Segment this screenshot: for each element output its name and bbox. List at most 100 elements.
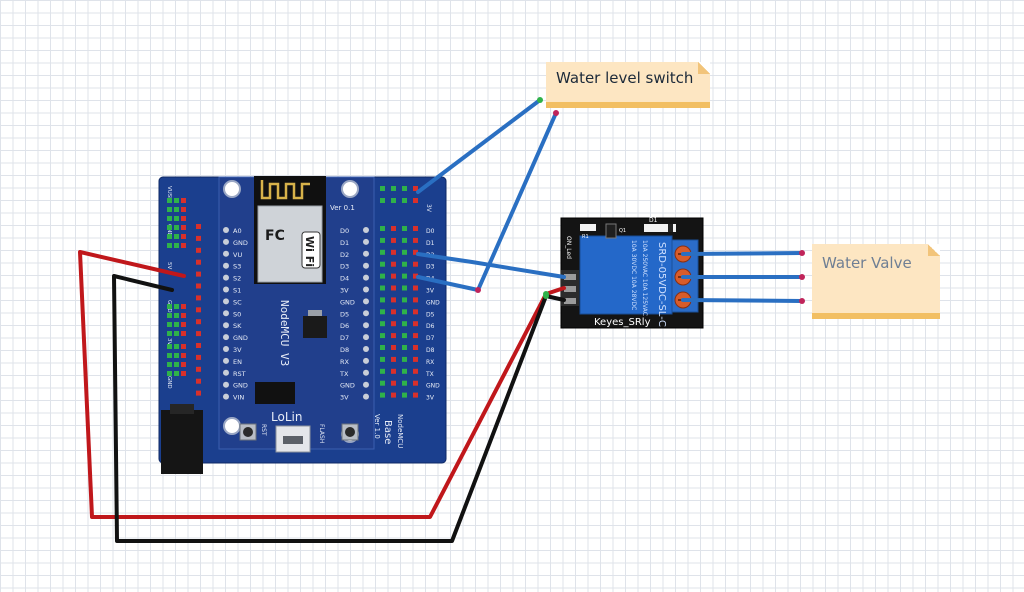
header-pin[interactable] [196,319,201,325]
header-pin[interactable] [380,186,385,191]
header-pin[interactable] [413,333,418,339]
header-pin[interactable] [167,304,172,309]
header-pin[interactable] [181,198,186,203]
header-pin[interactable] [181,234,186,239]
header-pin[interactable] [196,343,201,348]
header-pin[interactable] [380,285,385,291]
header-pin[interactable] [196,307,201,313]
header-pin[interactable] [181,207,186,212]
header-pin[interactable] [413,368,418,374]
header-pin[interactable] [391,368,396,374]
header-pin[interactable] [402,226,407,231]
header-pin[interactable] [402,380,407,386]
header-pin[interactable] [167,207,172,212]
header-pin[interactable] [174,198,179,203]
header-pin[interactable] [196,295,201,301]
header-pin[interactable] [174,344,179,349]
header-pin[interactable] [380,368,385,374]
header-pin[interactable] [391,380,396,386]
header-pin[interactable] [174,331,179,336]
relay-pin[interactable] [564,286,576,292]
header-pin[interactable] [174,216,179,221]
header-pin[interactable] [402,249,407,255]
header-pin[interactable] [174,234,179,239]
header-pin[interactable] [196,378,201,384]
header-pin[interactable] [413,249,418,255]
header-pin[interactable] [402,345,407,350]
header-pin[interactable] [413,273,418,279]
header-pin[interactable] [413,285,418,291]
header-pin[interactable] [196,271,201,277]
header-pin[interactable] [167,344,172,349]
header-pin[interactable] [402,309,407,315]
header-pin[interactable] [391,237,396,243]
header-pin[interactable] [413,321,418,327]
header-pin[interactable] [181,243,186,248]
header-pin[interactable] [391,261,396,267]
header-pin[interactable] [391,186,396,191]
header-pin[interactable] [167,353,172,358]
header-pin[interactable] [196,331,201,337]
header-pin[interactable] [413,309,418,315]
nodemcu-base-board[interactable]: FC Wi Fi NodeMCU V3 LoLin Ver 0.1 NodeMC… [158,176,447,474]
header-pin[interactable] [167,322,172,327]
note-valve-text[interactable]: Water Valve [822,254,912,272]
header-pin[interactable] [402,273,407,279]
header-pin[interactable] [402,392,407,398]
header-pin[interactable] [167,362,172,367]
header-pin[interactable] [413,226,418,231]
header-pin[interactable] [402,297,407,303]
header-pin[interactable] [402,186,407,191]
header-pin[interactable] [413,345,418,350]
header-pin[interactable] [391,226,396,231]
header-pin[interactable] [391,249,396,255]
header-pin[interactable] [380,249,385,255]
note-water-level-switch[interactable]: Water level switch [546,62,710,108]
header-pin[interactable] [380,226,385,231]
header-pin[interactable] [391,198,396,203]
header-pin[interactable] [391,285,396,291]
header-pin[interactable] [402,237,407,243]
header-pin[interactable] [196,354,201,360]
header-pin[interactable] [167,234,172,239]
header-pin[interactable] [380,380,385,386]
header-pin[interactable] [167,371,172,376]
header-pin[interactable] [181,313,186,318]
header-pin[interactable] [380,261,385,267]
header-pin[interactable] [391,345,396,350]
header-pin[interactable] [391,321,396,327]
header-pin[interactable] [380,198,385,203]
header-pin[interactable] [402,368,407,374]
header-pin[interactable] [167,243,172,248]
header-pin[interactable] [380,273,385,279]
header-pin[interactable] [380,392,385,398]
header-pin[interactable] [196,366,201,372]
header-pin[interactable] [391,333,396,339]
header-pin[interactable] [174,207,179,212]
header-pin[interactable] [174,243,179,248]
header-pin[interactable] [402,356,407,362]
header-pin[interactable] [196,247,201,253]
header-pin[interactable] [181,331,186,336]
relay-pin[interactable] [564,274,576,280]
header-pin[interactable] [167,331,172,336]
wire-black[interactable] [112,274,566,543]
header-pin[interactable] [413,392,418,398]
header-pin[interactable] [196,224,201,229]
wire-blue-valve-1[interactable] [681,251,804,256]
header-pin[interactable] [391,356,396,362]
header-pin[interactable] [181,304,186,309]
header-pin[interactable] [391,309,396,315]
header-pin[interactable] [402,285,407,291]
header-pin[interactable] [174,313,179,318]
header-pin[interactable] [413,380,418,386]
header-pin[interactable] [402,321,407,327]
header-pin[interactable] [413,198,418,203]
header-pin[interactable] [167,198,172,203]
header-pin[interactable] [174,304,179,309]
header-pin[interactable] [380,297,385,303]
header-pin[interactable] [181,353,186,358]
header-pin[interactable] [196,283,201,289]
header-pin[interactable] [413,297,418,303]
header-pin[interactable] [167,225,172,230]
